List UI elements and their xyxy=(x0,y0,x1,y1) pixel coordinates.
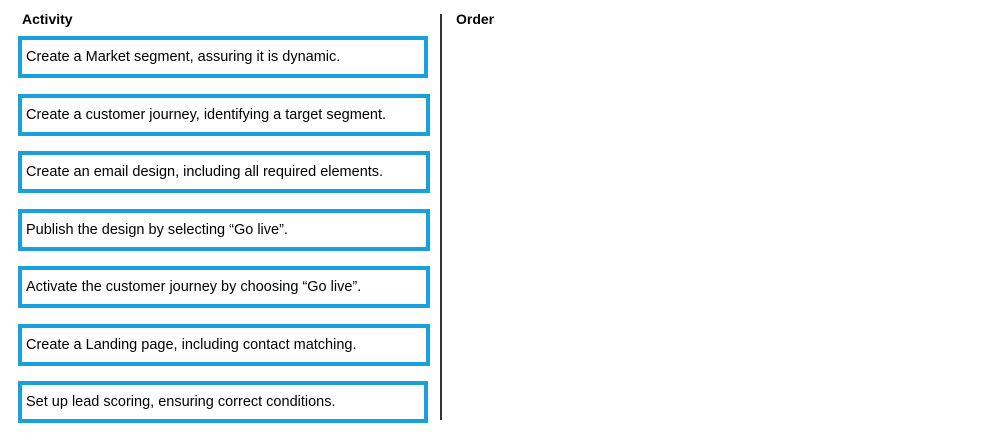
activity-item-label: Create an email design, including all re… xyxy=(26,164,384,180)
activity-column-header: Activity xyxy=(22,11,73,27)
activity-list: Create a Market segment, assuring it is … xyxy=(18,36,432,439)
activity-item-label: Activate the customer journey by choosin… xyxy=(26,279,362,295)
activity-item-label: Create a Market segment, assuring it is … xyxy=(26,49,341,65)
activity-item-activate-journey[interactable]: Activate the customer journey by choosin… xyxy=(18,266,430,308)
activity-item-email-design[interactable]: Create an email design, including all re… xyxy=(18,151,430,193)
activity-item-label: Publish the design by selecting “Go live… xyxy=(26,221,288,238)
activity-item-label: Create a Landing page, including contact… xyxy=(26,336,357,353)
column-divider xyxy=(440,14,442,420)
activity-item-customer-journey[interactable]: Create a customer journey, identifying a… xyxy=(18,93,430,136)
activity-item-publish-design[interactable]: Publish the design by selecting “Go live… xyxy=(18,208,430,251)
activity-item-lead-scoring[interactable]: Set up lead scoring, ensuring correct co… xyxy=(18,381,428,423)
activity-item-label: Set up lead scoring, ensuring correct co… xyxy=(26,394,336,410)
activity-item-landing-page[interactable]: Create a Landing page, including contact… xyxy=(18,323,430,366)
activity-item-market-segment[interactable]: Create a Market segment, assuring it is … xyxy=(18,36,428,78)
activity-item-label: Create a customer journey, identifying a… xyxy=(26,106,387,123)
order-column-header: Order xyxy=(456,11,495,27)
order-drop-area[interactable] xyxy=(452,36,972,420)
